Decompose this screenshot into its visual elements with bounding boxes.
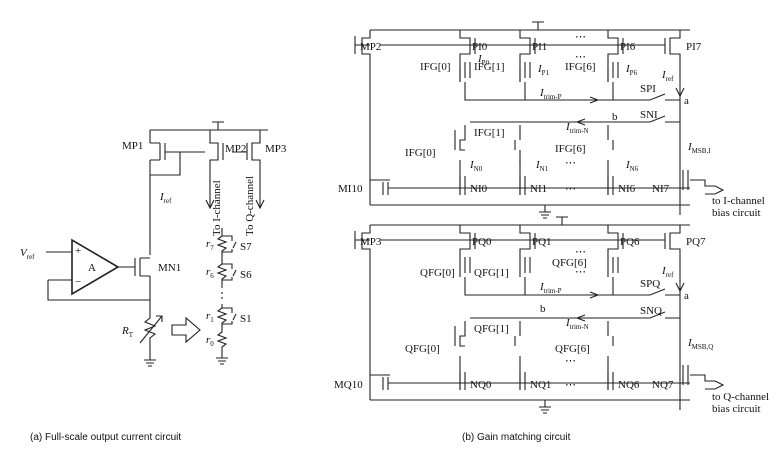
imsb-q-label: IMSB,Q	[687, 337, 713, 351]
itrimp-q-label: Itrim-P	[539, 281, 562, 295]
nq0-label: NQ0	[470, 379, 492, 391]
caption-left: (a) Full-scale output current circuit	[30, 432, 181, 443]
vref-label: Vref	[20, 247, 35, 261]
switch-s7	[222, 235, 237, 253]
pi0-label: PI0	[472, 41, 488, 53]
qnctrl-0: QFG[0]	[405, 343, 440, 355]
node-a-i: a	[684, 95, 689, 107]
r7-label: r7	[206, 238, 214, 252]
qnctrl-6: QFG[6]	[555, 343, 590, 355]
pi1-label: PI1	[532, 41, 547, 53]
r0-label: r0	[206, 334, 214, 348]
itrimn-q-label: Itrim-N	[565, 317, 589, 331]
node-b-q: b	[540, 303, 546, 315]
sni-label: SNI	[640, 109, 658, 121]
ip0-label: IP0	[477, 53, 490, 67]
imsb-i-label: IMSB,I	[687, 141, 711, 155]
pctrl-1: IFG[1]	[474, 61, 505, 73]
ip6-label: IP6	[625, 63, 638, 77]
mp1-label: MP1	[122, 140, 143, 152]
qn-dots-2: ⋯	[565, 379, 576, 391]
ni0-label: NI0	[470, 183, 488, 195]
node-b-i: b	[612, 111, 618, 123]
i-out-line1: to I-channel	[712, 195, 765, 207]
n-dots-2: ⋯	[565, 183, 576, 195]
to-i-channel-label: To I-channel	[211, 180, 223, 236]
amp-plus: +	[75, 245, 81, 257]
qp-dots-1: ⋯	[575, 246, 586, 258]
mp3-label: MP3	[265, 143, 287, 155]
full-scale-output-circuit: MP1 MP2 MP3 Iref To I-channel To Q-chann…	[20, 121, 287, 367]
nq1-label: NQ1	[530, 379, 551, 391]
nq6-label: NQ6	[618, 379, 640, 391]
qn-dots-1: ⋯	[565, 355, 576, 367]
nctrl-0: IFG[0]	[405, 147, 436, 159]
r6-label: r6	[206, 266, 214, 280]
mi10-label: MI10	[338, 183, 363, 195]
p-dots-1: ⋯	[575, 31, 586, 43]
iref-q-label: Iref	[661, 265, 674, 279]
gain-matching-q-block: MP3 PQ0 PQ1 PQ6 PQ7 ⋯ ⋯ QFG[0] QFG[1] QF…	[334, 216, 769, 415]
i-out-line2: bias circuit	[712, 207, 761, 219]
s7-label: S7	[240, 241, 252, 253]
pi6-label: PI6	[620, 41, 636, 53]
node-a-q: a	[684, 290, 689, 302]
mp3-right-label: MP3	[360, 236, 382, 248]
pq7-label: PQ7	[686, 236, 706, 248]
nctrl-6: IFG[6]	[555, 143, 586, 155]
caption-right: (b) Gain matching circuit	[462, 432, 571, 443]
qp-dots-2: ⋯	[575, 266, 586, 278]
iref-i-label: Iref	[661, 69, 674, 83]
qpctrl-6: QFG[6]	[552, 257, 587, 269]
n-dots-1: ⋯	[565, 157, 576, 169]
qpctrl-0: QFG[0]	[420, 267, 455, 279]
amp-label: A	[88, 262, 96, 274]
in1-label: IN1	[535, 159, 549, 173]
ni1-label: NI1	[530, 183, 547, 195]
ni6-label: NI6	[618, 183, 636, 195]
gain-matching-i-block: MP2 PI0 PI1 PI6 PI7 ⋯ ⋯ IFG[0] IFG[1] IF…	[338, 21, 765, 219]
ni7-label: NI7	[652, 183, 670, 195]
nctrl-1: IFG[1]	[474, 127, 505, 139]
amp-minus: −	[75, 276, 81, 288]
nq7-label: NQ7	[652, 379, 674, 391]
qpctrl-1: QFG[1]	[474, 267, 509, 279]
r1-label: r1	[206, 310, 214, 324]
s1-label: S1	[240, 313, 252, 325]
p-dots-2: ⋯	[575, 51, 586, 63]
snq-label: SNQ	[640, 305, 662, 317]
s6-label: S6	[240, 269, 252, 281]
q-out-line2: bias circuit	[712, 403, 761, 415]
switch-s6	[222, 263, 237, 281]
pq6-label: PQ6	[620, 236, 640, 248]
to-q-channel-label: To Q-channel	[244, 176, 256, 236]
amplifier-symbol	[71, 238, 120, 296]
mp2-label: MP2	[225, 143, 246, 155]
pq0-label: PQ0	[472, 236, 492, 248]
pi7-label: PI7	[686, 41, 702, 53]
switch-s1	[222, 307, 237, 325]
mq10-label: MQ10	[334, 379, 363, 391]
rt-label: RT	[121, 325, 134, 339]
pctrl-6: IFG[6]	[565, 61, 596, 73]
spi-label: SPI	[640, 83, 656, 95]
mn1-label: MN1	[158, 262, 181, 274]
pq1-label: PQ1	[532, 236, 552, 248]
ip1-label: IP1	[537, 63, 550, 77]
iref-label-left: Iref	[159, 191, 172, 205]
pctrl-0: IFG[0]	[420, 61, 451, 73]
mp2-right-label: MP2	[360, 41, 381, 53]
itrimn-i-label: Itrim-N	[565, 121, 589, 135]
right-arrow-icon	[171, 316, 201, 344]
q-out-line1: to Q-channel	[712, 391, 769, 403]
in0-label: IN0	[469, 159, 483, 173]
qnctrl-1: QFG[1]	[474, 323, 509, 335]
itrimp-i-label: Itrim-P	[539, 87, 562, 101]
in6-label: IN6	[625, 159, 639, 173]
spq-label: SPQ	[640, 278, 660, 290]
